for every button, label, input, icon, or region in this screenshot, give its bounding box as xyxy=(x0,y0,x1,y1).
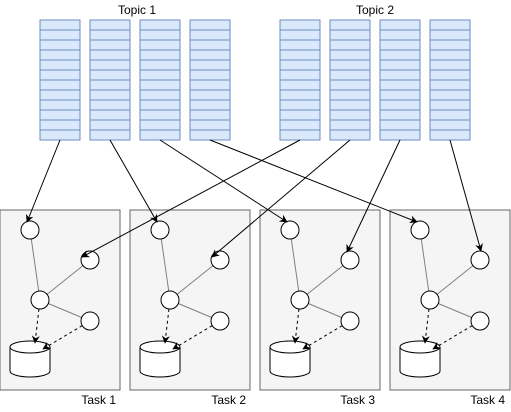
tree-edge xyxy=(308,303,342,318)
assignment-arrow-1 xyxy=(25,139,61,223)
assignment-arrow-8 xyxy=(449,139,483,252)
store-write-arrow xyxy=(42,325,83,350)
topic-label: Topic 2 xyxy=(356,3,394,17)
task-4 xyxy=(389,209,511,391)
assignment-arrow-2 xyxy=(109,139,158,223)
assignment-arrow-7 xyxy=(346,139,401,253)
topic-1 xyxy=(39,19,231,141)
labels-layer: Topic 1 Topic 2 Task 1 Task 2 Task 3 Task 4 xyxy=(81,3,505,407)
task-1 xyxy=(0,209,121,391)
operator-node-icon node-top xyxy=(410,220,430,240)
operator-node-icon node-bottom-right xyxy=(80,311,100,331)
task-label: Task 2 xyxy=(211,393,246,407)
tree-edge xyxy=(306,265,344,295)
tree-edge xyxy=(160,238,170,292)
task-label: Task 4 xyxy=(470,393,505,407)
state-store-icon xyxy=(399,340,441,378)
operator-node-icon node-bottom-right xyxy=(340,311,360,331)
task-label: Task 3 xyxy=(340,393,375,407)
assignment-arrow-5 xyxy=(81,139,301,258)
operator-node-icon node-top xyxy=(20,220,40,240)
assignment-edges-layer xyxy=(25,139,483,258)
topic-1-partition-3 xyxy=(139,19,181,141)
task-2 xyxy=(129,209,251,391)
operator-node-icon node-bottom-right xyxy=(210,311,230,331)
tree-edge xyxy=(438,303,472,318)
store-write-arrow xyxy=(172,325,213,350)
operator-node-icon node-middle xyxy=(160,290,180,310)
operator-node-icon node-right xyxy=(470,250,490,270)
state-store-icon xyxy=(9,340,51,378)
operator-node-icon node-top xyxy=(280,220,300,240)
tasks-layer xyxy=(0,209,511,391)
topic-2-partition-4 xyxy=(429,19,471,141)
assignment-arrow-6 xyxy=(211,139,351,258)
tree-edge xyxy=(30,238,40,292)
tree-edge xyxy=(290,238,300,292)
topic-2-partition-3 xyxy=(379,19,421,141)
operator-node-icon node-middle xyxy=(420,290,440,310)
tree-edge xyxy=(178,303,212,318)
tree-edge xyxy=(436,265,474,295)
topic-1-partition-1 xyxy=(39,19,81,141)
operator-node-icon node-right xyxy=(80,250,100,270)
tree-edge xyxy=(46,265,84,295)
topic-2-partition-1 xyxy=(279,19,321,141)
task-label: Task 1 xyxy=(81,393,116,407)
topic-2 xyxy=(279,19,471,141)
operator-node-icon node-top xyxy=(150,220,170,240)
tree-edge xyxy=(420,238,430,292)
topic-2-partition-2 xyxy=(329,19,371,141)
topic-1-partition-2 xyxy=(89,19,131,141)
partitions-layer xyxy=(39,19,471,141)
store-write-arrow xyxy=(302,325,343,350)
operator-node-icon node-bottom-right xyxy=(470,311,490,331)
topic-1-partition-4 xyxy=(189,19,231,141)
task-3 xyxy=(259,209,381,391)
operator-node-icon node-right xyxy=(210,250,230,270)
state-store-icon xyxy=(269,340,311,378)
state-store-icon xyxy=(139,340,181,378)
tree-edge xyxy=(176,265,214,295)
operator-node-icon node-middle xyxy=(290,290,310,310)
operator-node-icon node-middle xyxy=(30,290,50,310)
operator-node-icon node-right xyxy=(340,250,360,270)
tree-edge xyxy=(48,303,82,318)
topic-label: Topic 1 xyxy=(118,3,156,17)
assignment-arrow-4 xyxy=(209,139,418,224)
store-write-arrow xyxy=(432,325,473,350)
